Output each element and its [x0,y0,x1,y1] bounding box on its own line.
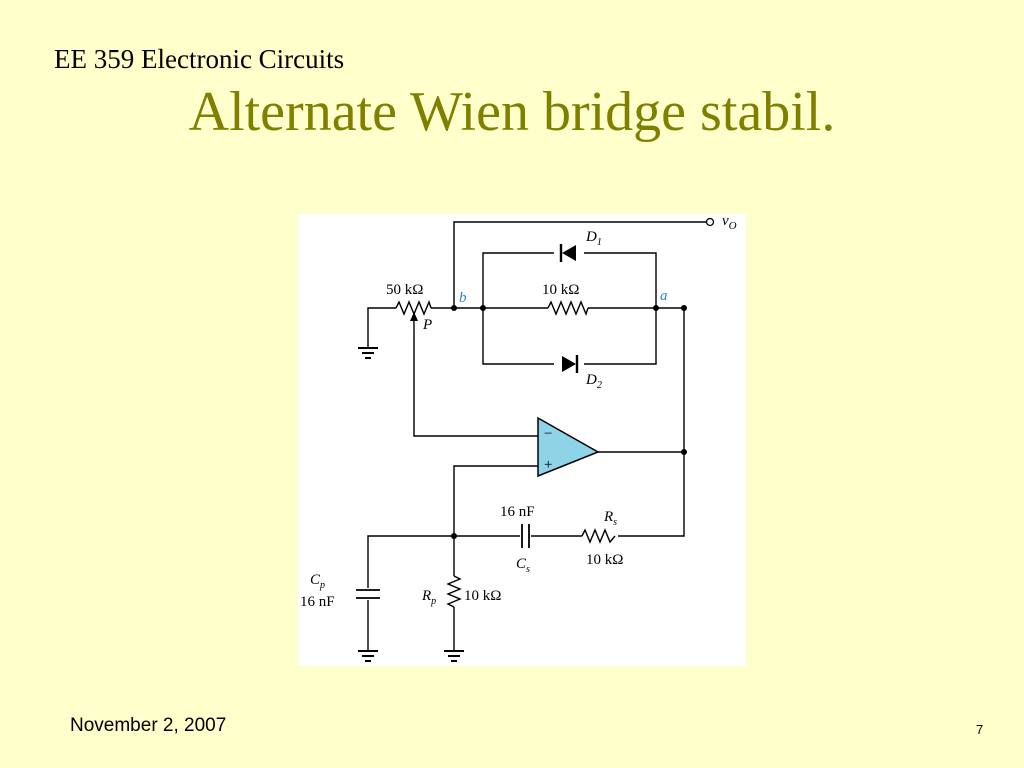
output-terminal: vO [453,214,737,308]
rs-label: Rs [603,509,617,528]
ground-symbol [358,650,378,662]
diode-d2: D2 [562,355,602,391]
diode-d1: D1 [559,229,602,262]
parallel-rc: Cp 16 nF Rp 10 kΩ [300,533,501,650]
ground-symbol [358,347,378,359]
cp-label: Cp [310,572,325,591]
footer-date: November 2, 2007 [70,715,227,736]
opamp-inverting-sign: − [544,426,552,442]
circuit-diagram: vO 10 kΩ D1 D2 [298,214,746,666]
series-rc: 16 nF Cs Rs 10 kΩ [454,504,623,575]
rp-value: 10 kΩ [464,588,501,604]
feedback-resistor [547,300,589,316]
feedback-resistor-label: 10 kΩ [542,282,579,298]
potentiometer-tap-label: P [422,317,432,333]
course-title: EE 359 Electronic Circuits [54,44,345,74]
op-amp: − + [453,308,687,537]
page-number: 7 [976,722,984,737]
potentiometer-value: 50 kΩ [386,282,423,298]
ground-symbol [444,650,464,662]
cs-value: 16 nF [500,504,535,520]
slide-title: Alternate Wien bridge stabil. [188,81,836,143]
output-label: vO [722,214,737,232]
cs-label: Cs [516,556,530,575]
rs-value: 10 kΩ [586,552,623,568]
feedback-network: 10 kΩ D1 D2 b a [451,229,687,391]
circuit-schematic: vO 10 kΩ D1 D2 [300,214,737,662]
rp-label: Rp [421,588,436,607]
opamp-noninverting-sign: + [544,457,552,473]
node-b-label: b [459,290,467,306]
diode-d1-label: D1 [585,229,602,248]
potentiometer-50k: 50 kΩ P [367,282,538,437]
diode-d2-label: D2 [585,372,602,391]
cp-value: 16 nF [300,594,335,610]
node-a-label: a [660,288,668,304]
